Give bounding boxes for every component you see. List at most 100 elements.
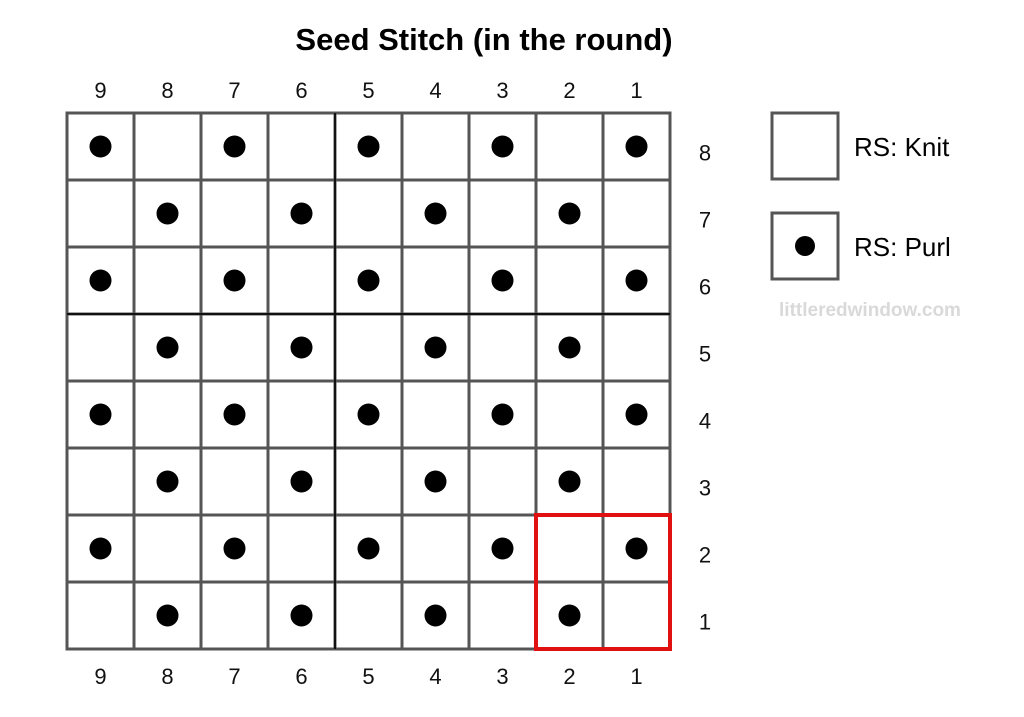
column-number-top: 6 — [295, 78, 307, 103]
purl-dot — [558, 202, 581, 225]
purl-dot — [625, 403, 648, 426]
chart-cell — [601, 379, 672, 450]
purl-dot — [558, 336, 581, 359]
purl-dot — [357, 403, 380, 426]
chart-cell — [266, 245, 337, 316]
column-number-bottom: 2 — [563, 664, 575, 689]
chart-cell — [534, 245, 605, 316]
column-number-top: 2 — [563, 78, 575, 103]
chart-cell — [534, 513, 605, 584]
chart-cell — [65, 312, 136, 383]
purl-dot — [625, 269, 648, 292]
legend-knit-swatch — [770, 111, 840, 181]
column-number-top: 8 — [161, 78, 173, 103]
row-number: 7 — [699, 208, 711, 233]
purl-dot — [290, 202, 313, 225]
purl-dot — [491, 269, 514, 292]
chart-cell — [400, 245, 471, 316]
chart-cell — [333, 312, 404, 383]
column-number-bottom: 9 — [94, 664, 106, 689]
legend: RS: Knit RS: Purl — [770, 111, 951, 281]
legend-purl-label: RS: Purl — [854, 232, 951, 262]
legend-item-purl: RS: Purl — [770, 211, 951, 281]
dividers-layer — [67, 113, 670, 649]
chart-cell — [65, 446, 136, 517]
chart-cell — [467, 446, 538, 517]
chart-cell — [601, 178, 672, 249]
chart-cell — [400, 513, 471, 584]
chart-cell — [132, 111, 203, 182]
chart-cell — [467, 312, 538, 383]
chart-cell — [467, 580, 538, 651]
row-number: 5 — [699, 342, 711, 367]
column-number-bottom: 6 — [295, 664, 307, 689]
purl-dot — [357, 537, 380, 560]
purl-dot — [156, 336, 179, 359]
chart-cell — [266, 111, 337, 182]
purl-dot — [290, 604, 313, 627]
purl-dot — [491, 403, 514, 426]
purl-dot — [424, 604, 447, 627]
chart-title: Seed Stitch (in the round) — [295, 22, 673, 57]
chart-cell — [467, 178, 538, 249]
purl-dot — [156, 604, 179, 627]
legend-knit-label: RS: Knit — [854, 132, 950, 162]
column-number-top: 9 — [94, 78, 106, 103]
chart-cell — [333, 178, 404, 249]
purl-dot — [290, 470, 313, 493]
chart-cell — [65, 178, 136, 249]
purl-dot — [491, 135, 514, 158]
chart-cell — [132, 245, 203, 316]
column-number-bottom: 1 — [630, 664, 642, 689]
chart-cell — [534, 379, 605, 450]
purl-dot — [625, 537, 648, 560]
chart-cell — [199, 312, 270, 383]
chart-cell — [601, 580, 672, 651]
column-number-top: 3 — [496, 78, 508, 103]
purl-dot — [424, 336, 447, 359]
purl-dot — [223, 269, 246, 292]
chart-cell — [333, 580, 404, 651]
column-number-top: 7 — [228, 78, 240, 103]
repeat-layer — [534, 513, 672, 651]
column-number-bottom: 5 — [362, 664, 374, 689]
chart-cell — [132, 513, 203, 584]
chart-cell — [534, 111, 605, 182]
chart-cell — [400, 379, 471, 450]
row-number: 1 — [699, 610, 711, 635]
purl-dot — [357, 135, 380, 158]
purl-dot — [491, 537, 514, 560]
purl-dot — [89, 537, 112, 560]
purl-dot — [625, 135, 648, 158]
repeat-outline — [534, 513, 672, 651]
column-number-bottom: 4 — [429, 664, 441, 689]
purl-dot — [290, 336, 313, 359]
column-number-top: 1 — [630, 78, 642, 103]
row-number: 2 — [699, 543, 711, 568]
purl-dot — [424, 470, 447, 493]
purl-dot — [424, 202, 447, 225]
purl-dot — [89, 403, 112, 426]
column-number-top: 5 — [362, 78, 374, 103]
chart-cell — [333, 446, 404, 517]
purl-dot — [223, 135, 246, 158]
legend-item-knit: RS: Knit — [770, 111, 950, 181]
column-number-bottom: 7 — [228, 664, 240, 689]
row-number: 6 — [699, 275, 711, 300]
chart-cell — [65, 580, 136, 651]
chart-cell — [199, 178, 270, 249]
row-number: 8 — [699, 141, 711, 166]
watermark: littleredwindow.com — [779, 300, 961, 321]
column-number-bottom: 3 — [496, 664, 508, 689]
column-number-bottom: 8 — [161, 664, 173, 689]
purl-dot — [558, 604, 581, 627]
chart-cell — [601, 446, 672, 517]
purl-dot — [89, 135, 112, 158]
purl-dot — [558, 470, 581, 493]
chart-cell — [400, 580, 471, 651]
chart-cell — [601, 312, 672, 383]
purl-dot — [223, 537, 246, 560]
purl-dot — [156, 202, 179, 225]
